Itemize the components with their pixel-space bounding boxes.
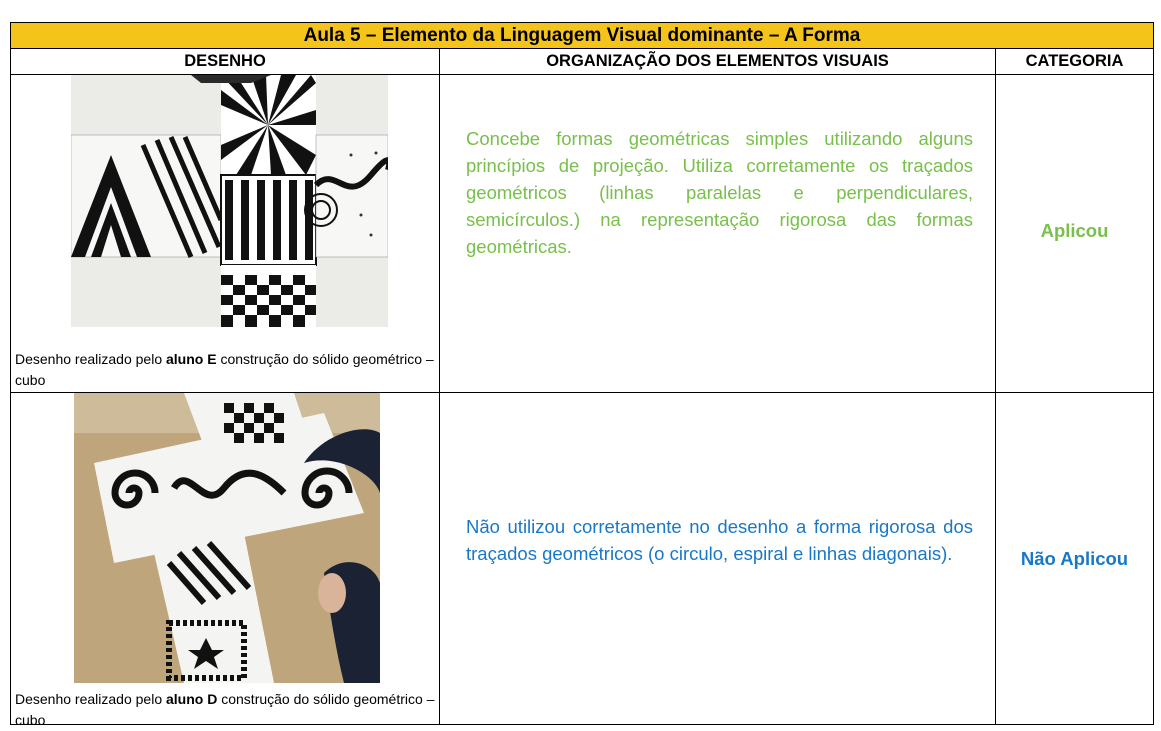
drawing-cell: Desenho realizado pelo aluno E construçã… — [10, 74, 440, 393]
drawing-caption: Desenho realizado pelo aluno D construçã… — [15, 691, 435, 728]
drawing-cell: Desenho realizado pelo aluno D construçã… — [10, 392, 440, 728]
category-label-applied: Aplicou — [1040, 220, 1109, 241]
category-label-not-applied: Não Aplicou — [1020, 548, 1129, 569]
category-cell: Aplicou — [995, 74, 1154, 393]
drawing-caption: Desenho realizado pelo aluno E construçã… — [15, 351, 434, 388]
student-name: aluno D — [166, 691, 218, 707]
organization-description: Não utilizou corretamente no desenho a f… — [466, 516, 973, 564]
table-row: Desenho realizado pelo aluno E construçã… — [10, 74, 1154, 393]
organization-cell: Não utilizou corretamente no desenho a f… — [439, 392, 996, 725]
header-organization: ORGANIZAÇÃO DOS ELEMENTOS VISUAIS — [439, 48, 996, 75]
table-title: Aula 5 – Elemento da Linguagem Visual do… — [10, 22, 1154, 49]
drawing-photo-student-e — [71, 75, 388, 327]
drawing-photo-student-d — [74, 393, 380, 683]
header-category: CATEGORIA — [995, 48, 1154, 75]
organization-cell: Concebe formas geométricas simples utili… — [439, 74, 996, 393]
table-row: Desenho realizado pelo aluno D construçã… — [10, 392, 1154, 728]
header-drawing: DESENHO — [10, 48, 440, 75]
evaluation-table: Aula 5 – Elemento da Linguagem Visual do… — [10, 22, 1154, 728]
organization-description: Concebe formas geométricas simples utili… — [466, 128, 973, 257]
student-name: aluno E — [166, 351, 217, 367]
category-cell: Não Aplicou — [995, 392, 1154, 725]
